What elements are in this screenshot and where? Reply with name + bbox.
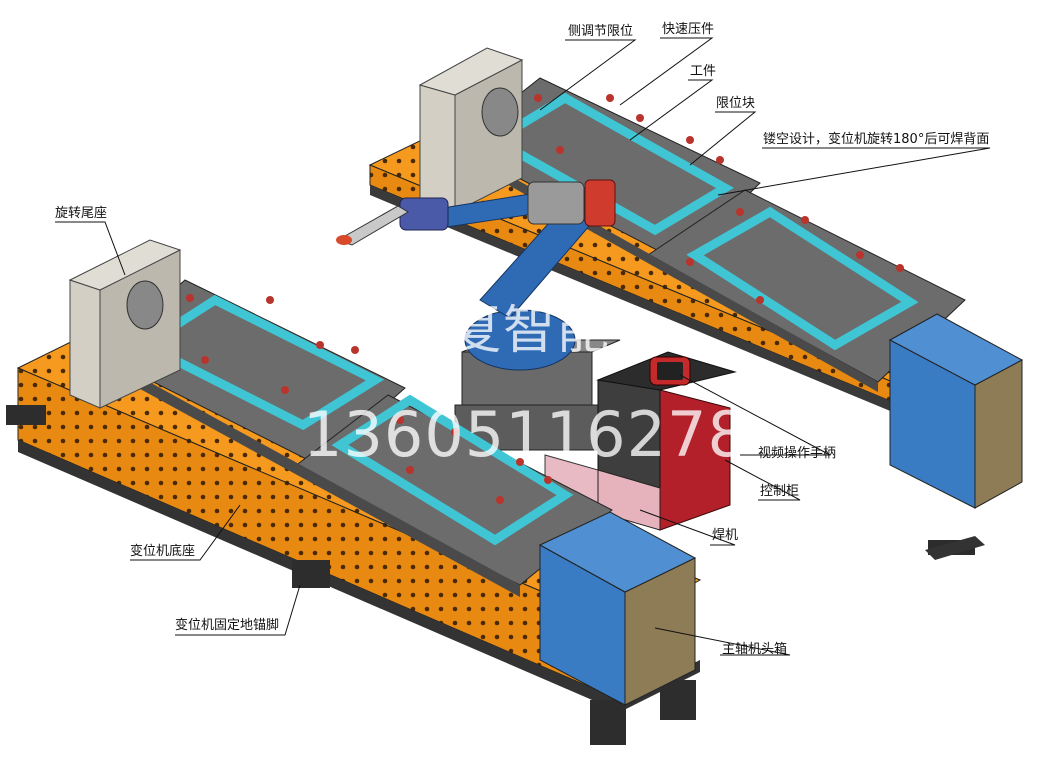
back-clamps	[534, 94, 904, 304]
leader-quick-clamp	[619, 37, 714, 106]
leader-limit-block	[689, 111, 757, 166]
leader-workpiece	[629, 79, 714, 141]
leader-cabinet	[724, 459, 801, 501]
leader-pendant	[679, 374, 831, 456]
front-fixture-2	[331, 394, 574, 546]
front-tail-seat-top	[68, 239, 182, 291]
label-teach-pendant: 视频操作手柄	[758, 446, 837, 461]
robot-torch-mount	[399, 197, 449, 231]
label-side-limit: 侧调节限位	[568, 24, 634, 39]
label-positioner-base: 变位机底座	[130, 544, 196, 559]
front-anchor-foot-1	[6, 405, 46, 425]
label-headstock: 主轴机头箱	[722, 642, 788, 657]
label-control-cabinet: 控制柜	[760, 484, 800, 499]
front-headstock-top	[538, 511, 697, 593]
front-tail-disc	[126, 280, 164, 330]
back-tail-seat-front	[419, 84, 456, 213]
back-headstock-top	[888, 313, 1024, 386]
label-limit-block: 限位块	[716, 96, 756, 111]
back-tail-disc	[481, 87, 519, 137]
watermark-text: 广夏智能	[395, 301, 612, 361]
leader-headstock	[654, 627, 791, 656]
label-quick-clamp: 快速压件	[662, 22, 715, 37]
label-welder: 焊机	[712, 528, 739, 543]
teach-pendant-screen	[657, 362, 683, 380]
torch-nozzle	[336, 235, 352, 245]
robot-wrist	[527, 181, 585, 225]
front-anchor-foot-3	[590, 700, 626, 745]
front-fixture-1	[135, 294, 385, 431]
robot-motor	[584, 179, 616, 227]
leader-base	[130, 504, 241, 561]
front-positioner	[6, 239, 702, 745]
label-anchor-foot: 变位机固定地锚脚	[175, 618, 280, 633]
back-fixture-2	[686, 206, 919, 351]
front-clamps	[186, 294, 552, 504]
label-workpiece: 工件	[690, 64, 717, 79]
front-anchor-foot-2	[292, 560, 330, 588]
leader-side-limit	[539, 39, 637, 111]
label-tail-seat: 旋转尾座	[55, 206, 108, 221]
label-hollow-design: 镂空设计，变位机旋转180°后可焊背面	[763, 132, 990, 147]
front-plate-edge	[100, 355, 520, 597]
robot-turret	[464, 309, 576, 371]
leader-welder	[639, 509, 736, 546]
front-tail-seat-front	[69, 279, 101, 409]
leader-tail-seat	[55, 221, 126, 276]
welding-robot	[336, 179, 621, 451]
front-anchor-foot-4	[660, 680, 696, 720]
leader-lines	[55, 37, 991, 656]
back-base-foot	[925, 536, 985, 560]
watermark-phone: 13605116278	[303, 398, 748, 471]
leader-hollow	[717, 147, 991, 196]
back-tail-seat-top	[418, 47, 524, 96]
leader-anchor	[175, 584, 301, 636]
back-headstock-side	[974, 359, 1023, 509]
